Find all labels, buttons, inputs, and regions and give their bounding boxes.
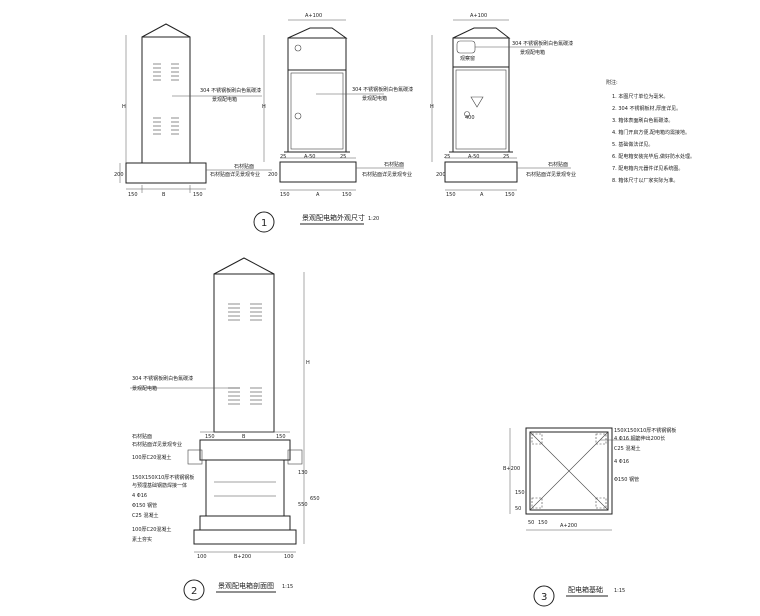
note-item-7: 7. 配电箱内元器件详见系统图。 — [612, 165, 683, 172]
note-c-cabinet: 景观配电箱 — [520, 49, 545, 56]
title-2-number: 2 — [191, 586, 197, 597]
note-item-6: 6. 配电箱安装完毕后,做好防水处理。 — [612, 153, 695, 160]
note-item-3: 3. 箱体表面刷白色氟碳漆。 — [612, 117, 673, 124]
elevation-side-view: 150 B 150 H 200 304 不锈钢板刷白色氟碳漆 景观配电箱 石材贴… — [114, 23, 272, 198]
dim-sec-650: 650 — [310, 496, 320, 502]
note-side-material: 304 不锈钢板刷白色氟碳漆 — [200, 87, 261, 94]
elevation-front-window-view: A+100 25 A-50 25 150 A 150 H 200 304 不锈钢… — [430, 13, 576, 198]
title-2-scale: 1:15 — [282, 584, 293, 590]
dim-plan-height: B+200 — [503, 466, 520, 472]
sec-label-stone2: 石材贴面详见景观专业 — [132, 441, 182, 448]
note-item-4: 4. 箱门开启方便,配电箱均需接地。 — [612, 129, 690, 136]
note-c-window: 观察窗 — [460, 55, 475, 62]
note-c-base1: 石材贴面 — [548, 161, 568, 168]
plan-label-rebar: 4 Φ16 钢筋伸出200长 — [614, 435, 665, 442]
title-1-number: 1 — [261, 218, 267, 229]
dim-side-left: 150 — [128, 192, 138, 198]
title-1-text: 景观配电箱外观尺寸 — [302, 213, 365, 222]
dim-sec-150-right: 150 — [276, 434, 286, 440]
dim-sec-height: H — [306, 360, 310, 366]
note-item-8: 8. 箱体尺寸以厂家实际为准。 — [612, 177, 678, 184]
dim-c-25-left: 25 — [444, 154, 450, 160]
section-view: H 130 550 650 150 B 150 100 B+200 100 30… — [130, 257, 320, 560]
dim-c-25-right: 25 — [503, 154, 509, 160]
dim-sec-b200: B+200 — [234, 554, 251, 560]
dim-side-base: 200 — [114, 172, 124, 178]
dim-front-25-right: 25 — [340, 154, 346, 160]
dim-front-150-left: 150 — [280, 192, 290, 198]
title-block-1: 1 景观配电箱外观尺寸 1:20 — [253, 211, 379, 233]
note-item-5: 5. 基础做法详见。 — [612, 141, 653, 148]
dim-side-height: H — [122, 104, 126, 110]
dim-c-150-left: 150 — [446, 192, 456, 198]
title-3-text: 配电箱基础 — [568, 585, 603, 594]
notes-title: 附注: — [606, 79, 618, 86]
foundation-plan: B+200 150 50 50 150 A+200 150X150X10厚不锈钢… — [503, 427, 676, 531]
dim-plan-150: 150 — [538, 520, 548, 526]
dim-front-a50: A-50 — [304, 154, 315, 160]
dim-plan-50-v: 50 — [515, 506, 521, 512]
sec-label-pipe: Φ150 钢管 — [132, 502, 157, 509]
general-notes: 附注: 1. 本图尺寸单位为毫米。 2. 304 不锈钢板材,厚度详见。 3. … — [606, 79, 695, 184]
dim-c-base: 200 — [436, 172, 446, 178]
dim-front-a: A — [316, 192, 320, 198]
title-3-scale: 1:15 — [614, 588, 625, 594]
dim-front-width-top: A+100 — [305, 13, 322, 19]
dim-front-height: H — [262, 104, 266, 110]
dim-sec-550: 550 — [298, 502, 308, 508]
title-1-scale: 1:20 — [368, 216, 379, 222]
note-c-material: 304 不锈钢板刷白色氟碳漆 — [512, 40, 573, 47]
dim-c-a50: A-50 — [468, 154, 479, 160]
sec-label-material: 304 不锈钢板刷白色氟碳漆 — [132, 375, 193, 382]
sec-label-stone: 石材贴面 — [132, 433, 152, 440]
dim-sec-100-left: 100 — [197, 554, 207, 560]
plan-label-c25: C25 混凝土 — [614, 445, 640, 452]
sec-label-soil: 素土夯实 — [132, 536, 152, 543]
dim-sec-b: B — [242, 434, 246, 440]
dim-front-150-right: 150 — [342, 192, 352, 198]
dim-sec-100-right: 100 — [284, 554, 294, 560]
title-block-3: 3 配电箱基础 1:15 — [533, 585, 625, 607]
dim-front-base: 200 — [268, 172, 278, 178]
note-front-base1: 石材贴面 — [384, 161, 404, 168]
sec-label-concrete-top: 100厚C20混凝土 — [132, 454, 171, 461]
plan-label-plate: 150X150X10厚不锈钢钢板 — [614, 427, 676, 434]
note-front-cabinet: 景观配电箱 — [362, 95, 387, 102]
dim-side-mid: B — [162, 192, 166, 198]
dim-c-150-right: 150 — [505, 192, 515, 198]
dim-sec-150-left: 150 — [205, 434, 215, 440]
sec-label-c25: C25 混凝土 — [132, 512, 158, 519]
sec-label-steel-plate: 150X150X10厚不锈钢钢板 — [132, 474, 194, 481]
dim-c-height: H — [430, 104, 434, 110]
note-c-400: 400 — [465, 115, 475, 121]
title-3-number: 3 — [541, 592, 547, 603]
note-item-2: 2. 304 不锈钢板材,厚度详见。 — [612, 105, 681, 112]
title-2-text: 景观配电箱剖面图 — [218, 581, 274, 590]
dim-c-a: A — [480, 192, 484, 198]
sec-label-concrete-bot: 100厚C20混凝土 — [132, 526, 171, 533]
note-front-material: 304 不锈钢板刷白色氟碳漆 — [352, 86, 413, 93]
note-side-base2: 石材贴面详见景观专业 — [210, 171, 260, 178]
plan-label-phi150: Φ150 钢管 — [614, 476, 639, 483]
dim-plan-width: A+200 — [560, 523, 577, 529]
dim-c-width-top: A+100 — [470, 13, 487, 19]
dim-plan-150-v: 150 — [515, 490, 525, 496]
sec-label-weld: 与预埋基础钢筋焊接一体 — [132, 482, 187, 489]
note-item-1: 1. 本图尺寸单位为毫米。 — [612, 93, 668, 100]
sec-label-rebar: 4 Φ16 — [132, 493, 147, 499]
dim-front-25-left: 25 — [280, 154, 286, 160]
dim-sec-130: 130 — [298, 470, 308, 476]
dim-side-right: 150 — [193, 192, 203, 198]
note-side-base1: 石材贴面 — [234, 163, 254, 170]
note-c-base2: 石材贴面详见景观专业 — [526, 171, 576, 178]
sec-label-cabinet: 景观配电箱 — [132, 385, 157, 392]
title-block-2: 2 景观配电箱剖面图 1:15 — [183, 579, 293, 601]
dim-plan-50: 50 — [528, 520, 534, 526]
plan-label-4phi16: 4 Φ16 — [614, 459, 629, 465]
note-side-cabinet: 景观配电箱 — [212, 96, 237, 103]
note-front-base2: 石材贴面详见景观专业 — [362, 171, 412, 178]
elevation-front-view: A+100 25 A-50 25 150 A 150 H 200 304 不锈钢… — [262, 13, 413, 198]
